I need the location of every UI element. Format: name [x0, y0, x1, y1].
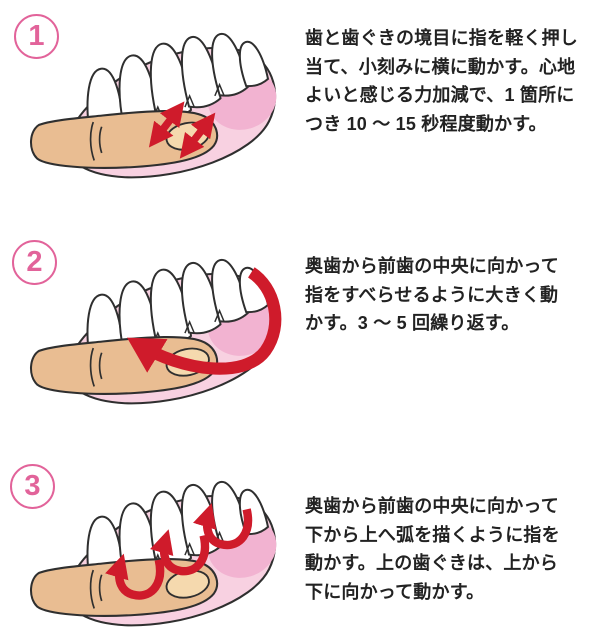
step-1-badge: 1	[14, 14, 59, 59]
step-3-description: 奥歯から前歯の中央に向かって 下から上へ弧を描くように指を 動かす。上の歯ぐきは…	[305, 496, 560, 602]
step-2-description: 奥歯から前歯の中央に向かって 指をすべらせるように大きく動 かす。3 〜 5 回…	[305, 256, 559, 333]
gum-massage-step2-illustration	[29, 255, 285, 405]
gum-massage-step1-illustration	[29, 29, 285, 179]
gum-massage-step3-illustration	[29, 477, 285, 627]
double-headed-arrows-icon	[148, 101, 216, 159]
step-1-description: 歯と歯ぐきの境目に指を軽く押し 当て、小刻みに横に動かす。心地 よいと感じる力加…	[305, 28, 578, 134]
sweep-arrow-icon	[126, 267, 282, 375]
step-2-badge: 2	[12, 240, 57, 285]
step-3-badge: 3	[10, 464, 55, 509]
arc-stroke-arrows-icon	[105, 503, 253, 600]
